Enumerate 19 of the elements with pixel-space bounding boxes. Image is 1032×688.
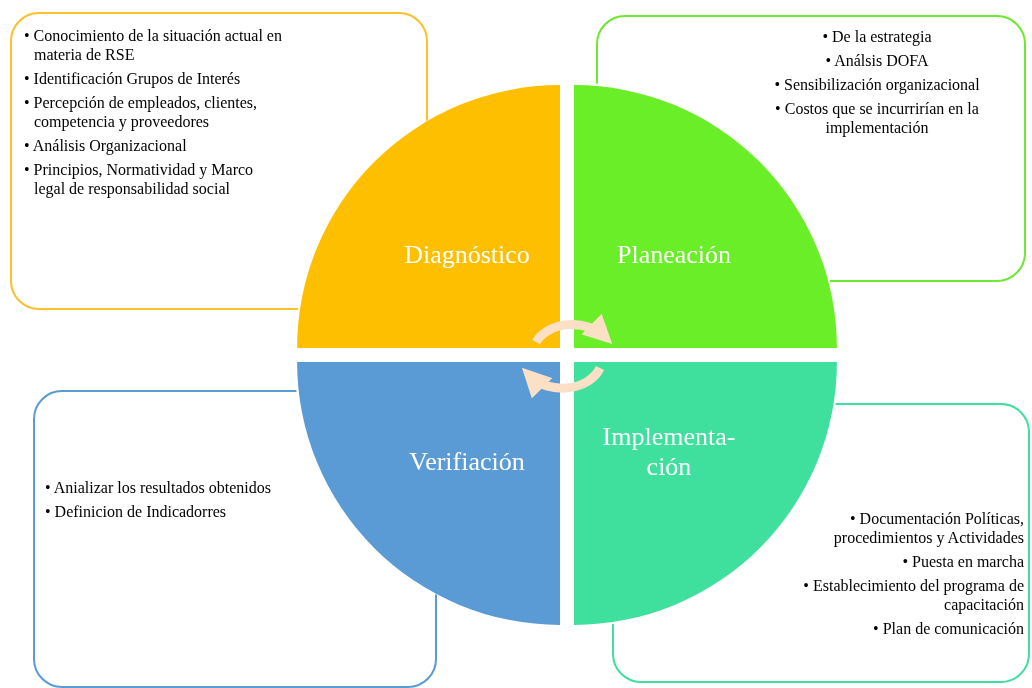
bullet-text: • Plan de comunicación bbox=[872, 619, 1024, 638]
quadrant-label: Planeación bbox=[615, 240, 733, 270]
quadrant-label: Diagnóstico bbox=[403, 240, 531, 270]
bullet-text: • Anializar los resultados obtenidos bbox=[45, 478, 272, 497]
bullet-text: • Costos que se incurrirían en la implementación bbox=[774, 99, 980, 137]
bullet-text: • Percepción de empleados, clientes, competencia y proveedores bbox=[24, 93, 259, 131]
bullet-text: • Conocimiento de la situación actual en materia de RSE bbox=[24, 26, 283, 64]
bullet-text: • Establecimiento del programa de capacitación bbox=[802, 576, 1024, 614]
bullet-text: • Análsis DOFA bbox=[824, 51, 930, 70]
bullet-text: • Análisis Organizacional bbox=[24, 136, 188, 155]
bullet-text: • Principios, Normatividad y Marco legal de responsabilidad social bbox=[24, 160, 255, 198]
bullet-text: • De la estrategia bbox=[821, 27, 933, 46]
quadrant-label: Verifiación bbox=[408, 447, 526, 477]
bullet-text: • Sensibilización organizacional bbox=[773, 75, 981, 94]
bullet-text: • Documentación Políticas, procedimientos y Actividades bbox=[832, 509, 1024, 547]
quadrant-label: Implementa- ción bbox=[601, 422, 737, 482]
bullet-text: • Definicion de Indicadorres bbox=[45, 502, 228, 521]
bullet-text: • Puesta en marcha bbox=[901, 552, 1024, 571]
bullet-text: • Identificación Grupos de Interés bbox=[24, 69, 242, 88]
